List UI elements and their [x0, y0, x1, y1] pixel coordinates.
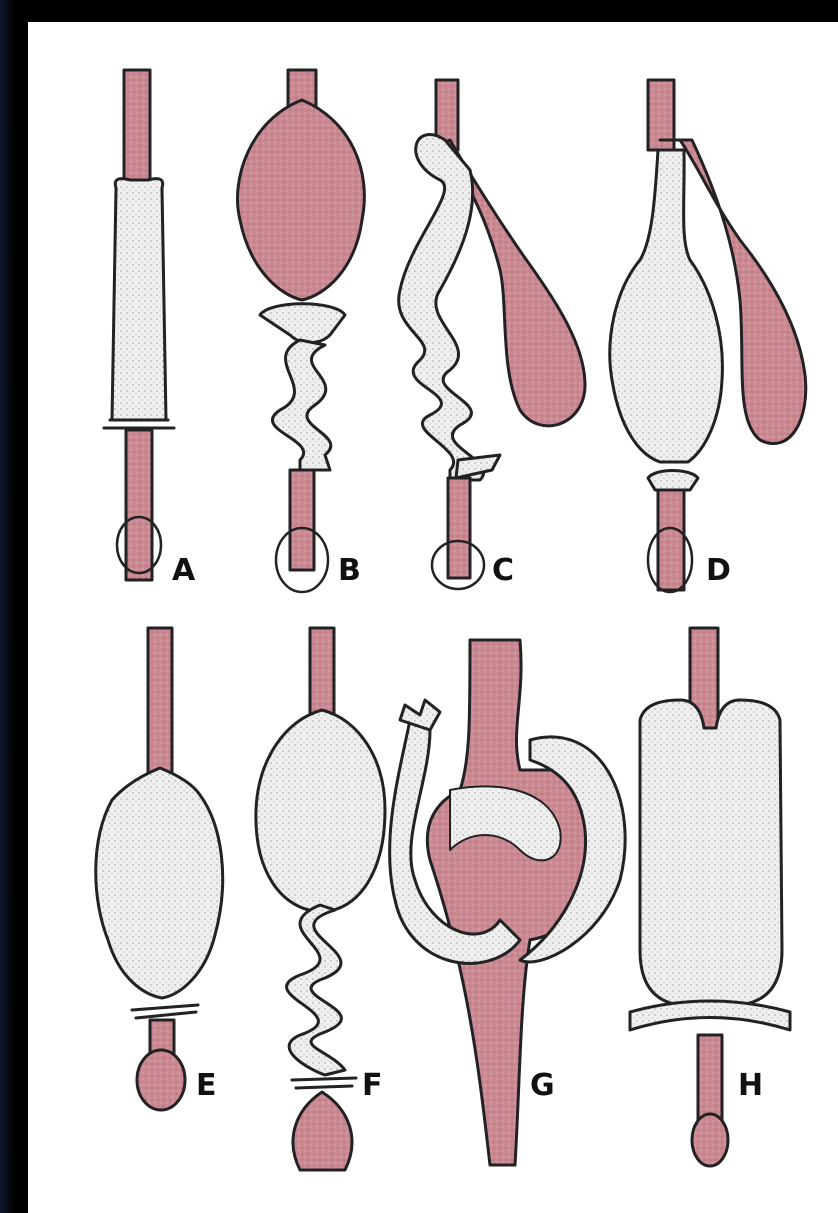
structure-g — [390, 640, 626, 1165]
structure-a — [104, 70, 174, 580]
label-e: E — [196, 1068, 217, 1103]
structure-h — [630, 628, 790, 1166]
label-f: F — [362, 1068, 383, 1103]
label-c: C — [492, 553, 514, 588]
structure-d — [610, 80, 806, 592]
structure-e — [96, 628, 223, 1110]
label-d: D — [706, 553, 731, 588]
structure-b — [238, 70, 365, 592]
label-b: B — [338, 553, 361, 588]
label-a: A — [172, 553, 196, 588]
label-h: H — [738, 1068, 763, 1103]
structure-c — [399, 80, 585, 589]
label-g: G — [530, 1068, 555, 1103]
